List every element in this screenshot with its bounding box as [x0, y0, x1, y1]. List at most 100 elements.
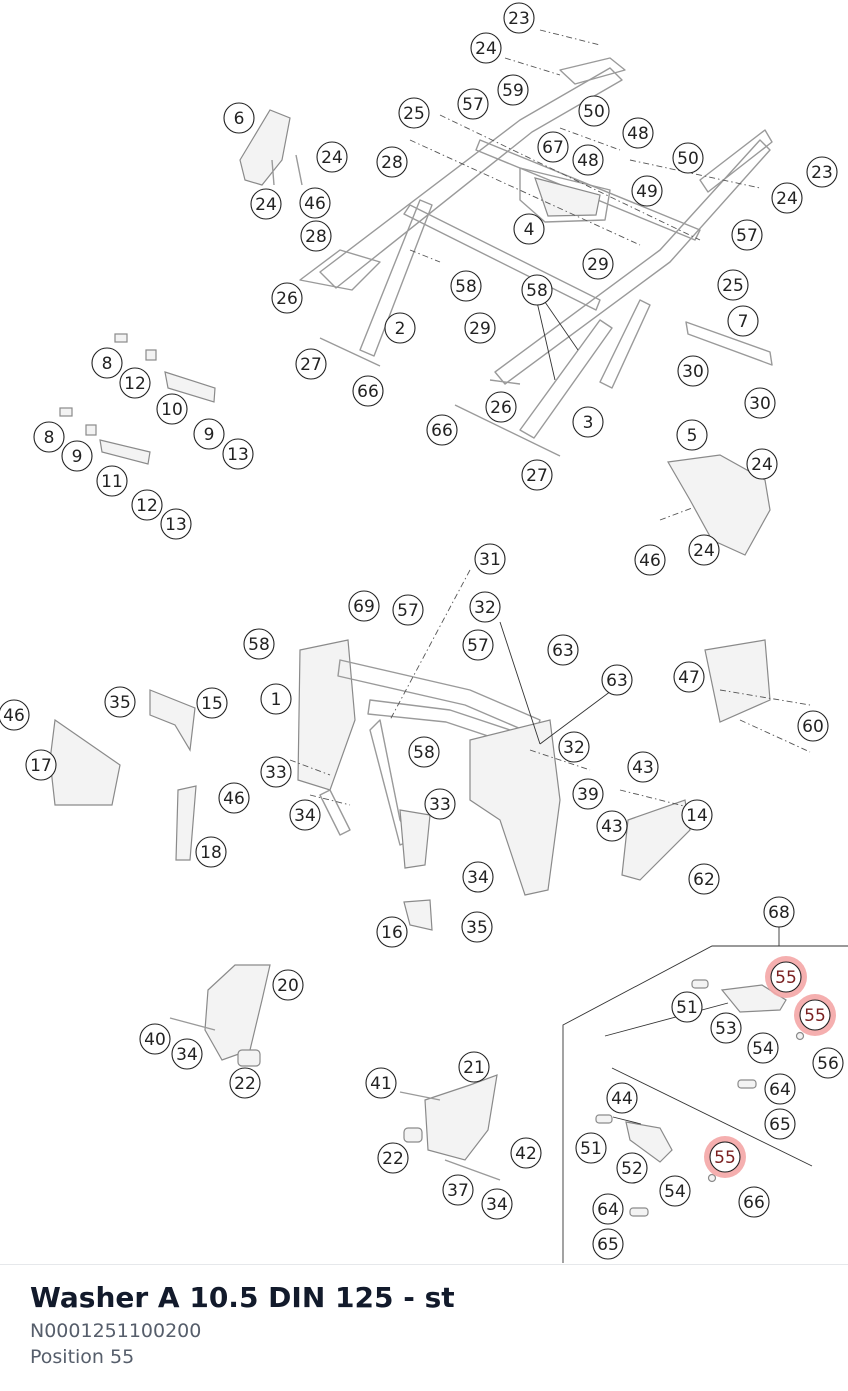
- callout[interactable]: 28: [376, 146, 408, 178]
- callout[interactable]: 27: [295, 348, 327, 380]
- callout[interactable]: 26: [271, 282, 303, 314]
- callout[interactable]: 48: [572, 144, 604, 176]
- callout[interactable]: 32: [558, 731, 590, 763]
- callout[interactable]: 53: [710, 1012, 742, 1044]
- callout[interactable]: 13: [222, 438, 254, 470]
- callout[interactable]: 64: [592, 1193, 624, 1225]
- callout-highlighted[interactable]: 55: [765, 956, 807, 998]
- callout[interactable]: 8: [91, 347, 123, 379]
- callout[interactable]: 23: [503, 2, 535, 34]
- callout[interactable]: 12: [119, 367, 151, 399]
- callout[interactable]: 13: [160, 508, 192, 540]
- callout[interactable]: 12: [131, 489, 163, 521]
- callout[interactable]: 25: [398, 97, 430, 129]
- callout[interactable]: 22: [229, 1067, 261, 1099]
- callout[interactable]: 24: [771, 182, 803, 214]
- callout[interactable]: 43: [627, 751, 659, 783]
- callout[interactable]: 58: [408, 736, 440, 768]
- callout[interactable]: 10: [156, 393, 188, 425]
- callout[interactable]: 9: [193, 418, 225, 450]
- callout[interactable]: 58: [521, 274, 553, 306]
- callout[interactable]: 18: [195, 836, 227, 868]
- callout[interactable]: 24: [316, 141, 348, 173]
- callout[interactable]: 48: [622, 117, 654, 149]
- callout[interactable]: 16: [376, 916, 408, 948]
- callout[interactable]: 60: [797, 710, 829, 742]
- callout[interactable]: 42: [510, 1137, 542, 1169]
- callout[interactable]: 51: [671, 991, 703, 1023]
- callout[interactable]: 67: [537, 131, 569, 163]
- callout[interactable]: 46: [0, 699, 30, 731]
- callout[interactable]: 57: [457, 88, 489, 120]
- callout[interactable]: 54: [747, 1032, 779, 1064]
- callout[interactable]: 24: [746, 448, 778, 480]
- callout[interactable]: 37: [442, 1174, 474, 1206]
- callout[interactable]: 44: [606, 1082, 638, 1114]
- callout[interactable]: 59: [497, 74, 529, 106]
- callout[interactable]: 46: [299, 187, 331, 219]
- callout[interactable]: 17: [25, 749, 57, 781]
- callout[interactable]: 34: [481, 1188, 513, 1220]
- callout[interactable]: 69: [348, 590, 380, 622]
- callout[interactable]: 65: [592, 1228, 624, 1260]
- callout[interactable]: 23: [806, 156, 838, 188]
- callout[interactable]: 66: [738, 1186, 770, 1218]
- callout[interactable]: 50: [672, 142, 704, 174]
- callout[interactable]: 50: [578, 95, 610, 127]
- callout[interactable]: 47: [673, 661, 705, 693]
- callout[interactable]: 34: [289, 799, 321, 831]
- callout[interactable]: 34: [171, 1038, 203, 1070]
- callout[interactable]: 26: [485, 391, 517, 423]
- callout[interactable]: 40: [139, 1023, 171, 1055]
- callout[interactable]: 57: [392, 594, 424, 626]
- callout[interactable]: 6: [223, 102, 255, 134]
- callout[interactable]: 31: [474, 543, 506, 575]
- callout[interactable]: 8: [33, 421, 65, 453]
- callout[interactable]: 63: [601, 664, 633, 696]
- callout[interactable]: 62: [688, 863, 720, 895]
- callout[interactable]: 28: [300, 220, 332, 252]
- callout[interactable]: 41: [365, 1067, 397, 1099]
- callout[interactable]: 66: [352, 375, 384, 407]
- callout[interactable]: 35: [104, 686, 136, 718]
- callout[interactable]: 66: [426, 414, 458, 446]
- callout[interactable]: 58: [243, 628, 275, 660]
- callout[interactable]: 25: [717, 269, 749, 301]
- callout[interactable]: 43: [596, 810, 628, 842]
- callout[interactable]: 39: [572, 778, 604, 810]
- callout[interactable]: 63: [547, 634, 579, 666]
- callout[interactable]: 65: [764, 1108, 796, 1140]
- callout[interactable]: 9: [61, 440, 93, 472]
- callout[interactable]: 1: [260, 683, 292, 715]
- callout[interactable]: 35: [461, 911, 493, 943]
- callout[interactable]: 49: [631, 175, 663, 207]
- callout[interactable]: 15: [196, 687, 228, 719]
- callout[interactable]: 29: [582, 248, 614, 280]
- callout[interactable]: 5: [676, 419, 708, 451]
- callout[interactable]: 32: [469, 591, 501, 623]
- callout[interactable]: 33: [424, 788, 456, 820]
- callout[interactable]: 33: [260, 756, 292, 788]
- callout[interactable]: 7: [727, 305, 759, 337]
- callout[interactable]: 27: [521, 459, 553, 491]
- callout[interactable]: 64: [764, 1073, 796, 1105]
- callout[interactable]: 46: [634, 544, 666, 576]
- callout[interactable]: 52: [616, 1152, 648, 1184]
- callout-highlighted[interactable]: 55: [704, 1136, 746, 1178]
- callout[interactable]: 2: [384, 312, 416, 344]
- callout[interactable]: 24: [688, 534, 720, 566]
- callout[interactable]: 57: [462, 629, 494, 661]
- callout[interactable]: 4: [513, 213, 545, 245]
- callout[interactable]: 14: [681, 799, 713, 831]
- callout[interactable]: 68: [763, 896, 795, 928]
- callout[interactable]: 29: [464, 312, 496, 344]
- callout[interactable]: 58: [450, 270, 482, 302]
- callout[interactable]: 30: [744, 387, 776, 419]
- callout[interactable]: 22: [377, 1142, 409, 1174]
- callout[interactable]: 3: [572, 406, 604, 438]
- callout[interactable]: 24: [250, 188, 282, 220]
- callout[interactable]: 56: [812, 1047, 844, 1079]
- callout-highlighted[interactable]: 55: [794, 994, 836, 1036]
- callout[interactable]: 20: [272, 969, 304, 1001]
- callout[interactable]: 46: [218, 782, 250, 814]
